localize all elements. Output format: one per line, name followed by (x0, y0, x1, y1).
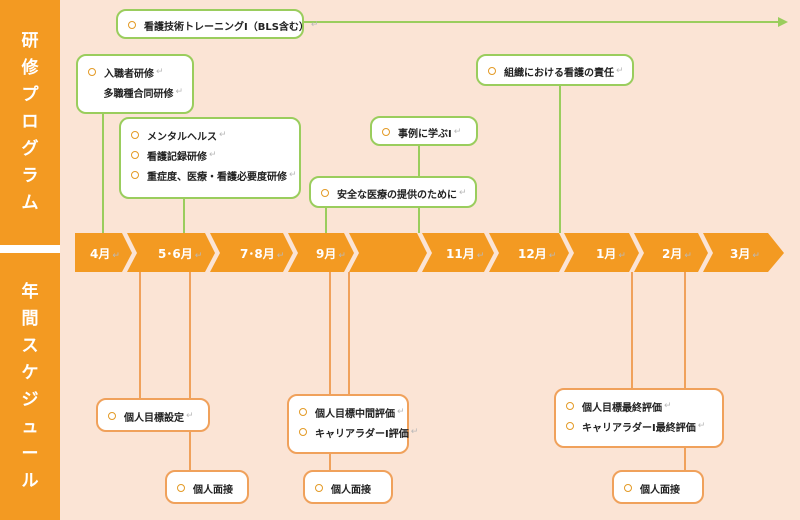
program-item: 看護技術トレーニングⅠ（BLS含む） (144, 21, 309, 33)
side-label-char: ジ (21, 389, 39, 410)
bullet-icon (382, 128, 390, 136)
schedule-box-interview-2: 個人面接 (303, 470, 393, 504)
chevron-1 (564, 233, 639, 272)
connector-interview-2 (329, 272, 331, 470)
program-item: 重症度、医療・看護必要度研修 (147, 171, 287, 183)
schedule-item: キャリアラダーⅠ最終評価 (582, 422, 696, 434)
bullet-icon (321, 189, 329, 197)
bullet-icon (566, 402, 574, 410)
side-label-text: 研修プログラム (22, 28, 39, 217)
schedule-box-interview-1: 個人面接 (165, 470, 249, 504)
month-label-12: 12月↵ (518, 247, 557, 261)
month-label-9: 9月↵ (316, 247, 346, 261)
schedule-item: 個人面接 (193, 484, 233, 496)
bullet-icon (488, 67, 496, 75)
chevron-12 (489, 233, 569, 272)
month-label-2: 2月↵ (662, 247, 692, 261)
program-item: 組織における看護の責任 (504, 67, 614, 79)
side-separator (0, 245, 60, 253)
program-box-safety: 安全な医療の提供のために↵ (309, 176, 477, 208)
side-label-char: ル (21, 470, 39, 491)
chevron-3 (703, 233, 784, 272)
schedule-item: キャリアラダーⅠ評価 (315, 428, 409, 440)
month-label-4: 4月↵ (90, 247, 120, 261)
month-label-11: 11月↵ (446, 247, 485, 261)
side-label-annual-schedule: 年間スケジュール (0, 253, 60, 520)
bullet-icon (131, 151, 139, 159)
connector-final-eval (631, 272, 633, 388)
schedule-box-interview-3: 個人面接 (612, 470, 704, 504)
schedule-item: 個人目標中間評価 (315, 408, 395, 420)
bullet-icon (624, 484, 632, 492)
bullet-icon (315, 484, 323, 492)
program-box-orientation: 入職者研修↵ 多職種合同研修↵ (76, 54, 194, 114)
chevron-10 (349, 233, 427, 272)
side-label-char: 研 (21, 31, 39, 51)
schedule-item: 個人面接 (331, 484, 371, 496)
bullet-icon (128, 21, 136, 29)
program-item: 看護記録研修 (147, 151, 207, 163)
program-box-bls: 看護技術トレーニングⅠ（BLS含む）↵ (116, 9, 318, 39)
chevron-11 (422, 233, 494, 272)
bullet-icon (177, 484, 185, 492)
month-label-5-6: 5･6月↵ (158, 247, 203, 261)
bullet-icon (88, 68, 96, 76)
side-label-char: ュ (21, 416, 39, 437)
side-label-char: プ (21, 85, 39, 105)
month-label-7-8: 7･8月↵ (240, 247, 285, 261)
bullet-icon (108, 412, 116, 420)
connector-orientation (102, 112, 104, 233)
side-label-char: 間 (21, 308, 39, 329)
chevron-5-6 (127, 233, 215, 272)
connector-goal-setting (139, 272, 141, 398)
side-label-char: ラ (21, 166, 39, 186)
schedule-item: 個人面接 (640, 484, 680, 496)
program-box-organization: 組織における看護の責任↵ (476, 54, 634, 86)
side-label-char: ス (21, 335, 39, 356)
bullet-icon (299, 408, 307, 416)
schedule-box-mid-eval: 個人目標中間評価↵ キャリアラダーⅠ評価↵ (287, 394, 418, 454)
connector-mid-eval (348, 272, 350, 394)
bullet-icon (131, 131, 139, 139)
program-item: 入職者研修 (104, 68, 154, 80)
bls-arrow-head (778, 17, 788, 27)
bullet-icon (566, 422, 574, 430)
program-item: 安全な医療の提供のために (337, 189, 457, 201)
side-label-char: ー (21, 443, 39, 464)
chevron-2 (634, 233, 708, 272)
program-item: メンタルヘルス (147, 131, 217, 143)
side-label-char: 年 (21, 281, 39, 302)
program-item: 事例に学ぶⅠ (398, 128, 452, 140)
schedule-item: 個人目標最終評価 (582, 402, 662, 414)
schedule-box-goal-setting: 個人目標設定↵ (96, 398, 210, 432)
month-label-3: 3月↵ (730, 247, 760, 261)
side-label-char: ム (21, 193, 39, 213)
chevron-9 (288, 233, 354, 272)
connector-interview-1 (189, 272, 191, 470)
schedule-item: 個人目標設定 (124, 412, 184, 424)
bullet-icon (299, 428, 307, 436)
connector-safety (325, 208, 327, 233)
side-label-text: 年間スケジュール (22, 279, 39, 495)
chevron-7-8 (210, 233, 293, 272)
side-label-char: ロ (21, 112, 39, 132)
side-label-char: グ (21, 139, 39, 159)
program-item: 多職種合同研修 (103, 88, 174, 100)
chevron-4 (75, 233, 132, 272)
side-label-char: 修 (21, 58, 39, 78)
side-label-char: ケ (21, 362, 39, 383)
connector-organization (559, 86, 561, 233)
program-box-case-study: 事例に学ぶⅠ↵ (370, 116, 478, 146)
program-box-may-june: メンタルヘルス↵ 看護記録研修↵ 重症度、医療・看護必要度研修↵ (119, 117, 301, 199)
connector-may-june (183, 199, 185, 233)
schedule-box-final-eval: 個人目標最終評価↵ キャリアラダーⅠ最終評価↵ (554, 388, 724, 448)
connector-interview-3 (684, 272, 686, 470)
bullet-icon (131, 171, 139, 179)
month-label-1: 1月↵ (596, 247, 626, 261)
side-label-training-program: 研修プログラム (0, 0, 60, 245)
